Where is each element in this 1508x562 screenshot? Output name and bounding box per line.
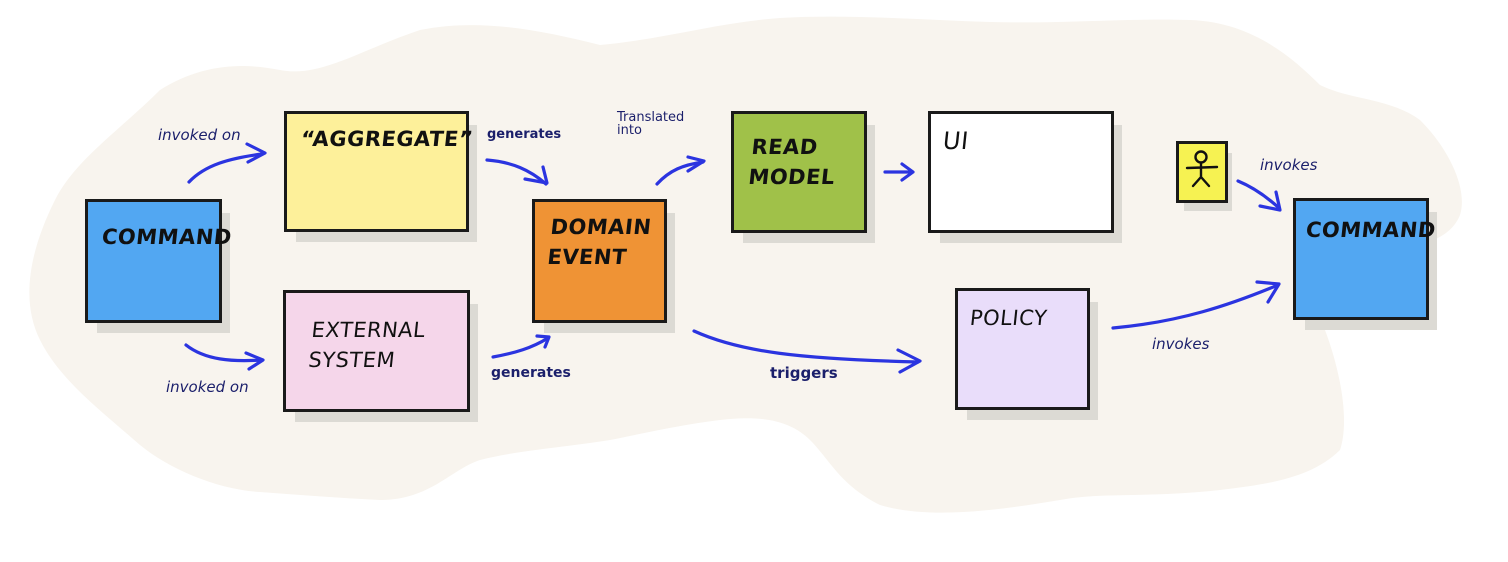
command-sticky-right[interactable]: COMMAND (1293, 198, 1437, 320)
background-blob (29, 16, 1462, 513)
domain-event-label: DOMAIN EVENT (546, 215, 653, 269)
command-sticky-left[interactable]: COMMAND (85, 199, 233, 323)
read-model-label: READ MODEL (747, 135, 837, 189)
aggregate-label: “AGGREGATE” (299, 127, 475, 151)
command-label: COMMAND (1304, 218, 1438, 242)
policy-label: POLICY (968, 306, 1049, 330)
policy-sticky[interactable]: POLICY (955, 288, 1090, 410)
domain-event-sticky[interactable]: DOMAIN EVENT (532, 199, 667, 323)
edge-label-invoked-on-bottom: invoked on (166, 378, 249, 396)
edge-label-invokes-actor: invokes (1260, 156, 1318, 174)
edge-label-translated-into: Translated into (617, 110, 685, 138)
ui-label: UI (941, 127, 971, 155)
stick-figure-icon (1185, 150, 1219, 188)
external-system-label: EXTERNAL SYSTEM (307, 318, 427, 372)
edge-label-generates-bottom: generates (491, 365, 571, 381)
edge-label-generates-top: generates (487, 127, 562, 142)
external-system-sticky[interactable]: EXTERNAL SYSTEM (283, 290, 470, 412)
edge-label-invoked-on-top: invoked on (158, 126, 241, 144)
edge-label-invokes-policy: invokes (1152, 335, 1210, 353)
edge-label-triggers: triggers (770, 364, 838, 382)
command-label: COMMAND (100, 225, 234, 249)
aggregate-sticky[interactable]: “AGGREGATE” (284, 111, 474, 232)
ui-sticky[interactable]: UI (928, 111, 1114, 233)
read-model-sticky[interactable]: READ MODEL (731, 111, 867, 233)
actor-sticky[interactable] (1176, 141, 1228, 203)
